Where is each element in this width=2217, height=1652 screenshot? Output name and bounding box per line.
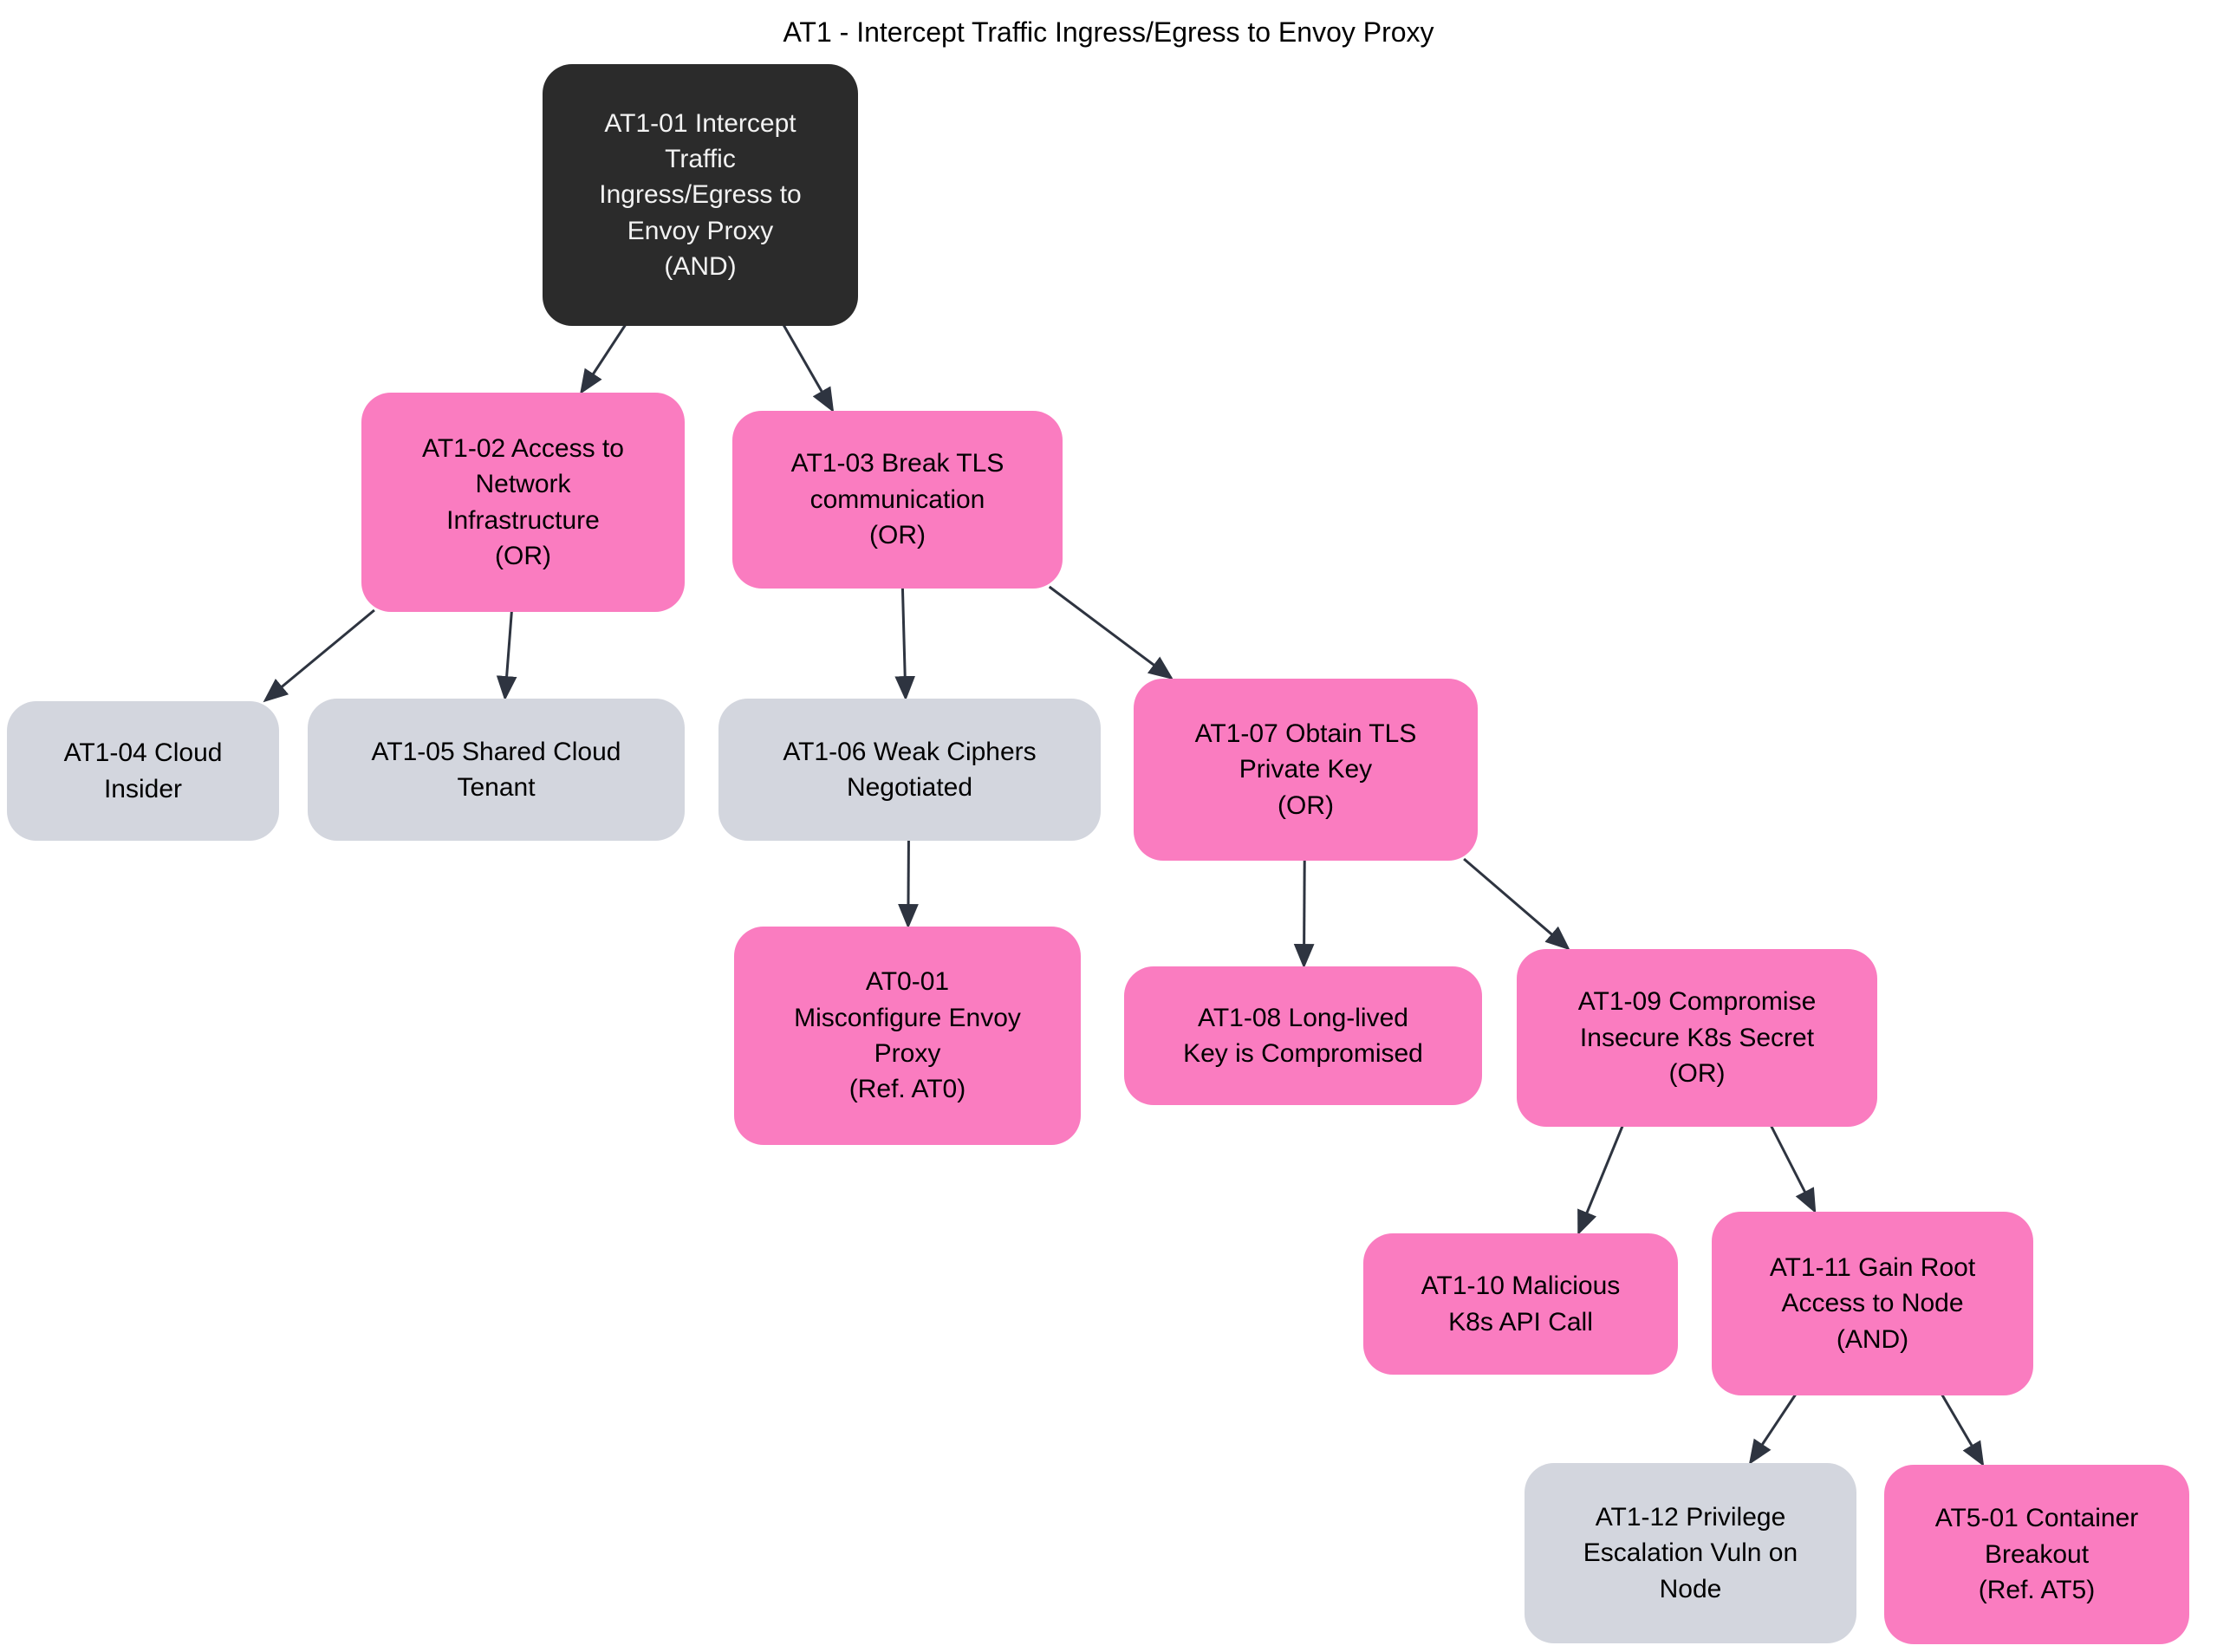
node-AT1-02: AT1-02 Access to Network Infrastructure … <box>361 393 685 612</box>
node-AT1-10: AT1-10 Malicious K8s API Call <box>1363 1233 1678 1375</box>
node-AT1-05: AT1-05 Shared Cloud Tenant <box>308 699 685 841</box>
node-AT1-09: AT1-09 Compromise Insecure K8s Secret (O… <box>1517 949 1877 1127</box>
node-AT1-12: AT1-12 Privilege Escalation Vuln on Node <box>1525 1463 1856 1643</box>
node-AT1-08: AT1-08 Long-lived Key is Compromised <box>1124 966 1482 1105</box>
node-AT1-03: AT1-03 Break TLS communication (OR) <box>732 411 1063 589</box>
node-AT1-11: AT1-11 Gain Root Access to Node (AND) <box>1712 1212 2033 1395</box>
node-AT1-06: AT1-06 Weak Ciphers Negotiated <box>718 699 1101 841</box>
node-AT0-01: AT0-01 Misconfigure Envoy Proxy (Ref. AT… <box>734 927 1081 1145</box>
diagram-title: AT1 - Intercept Traffic Ingress/Egress t… <box>783 16 1434 48</box>
node-AT1-07: AT1-07 Obtain TLS Private Key (OR) <box>1134 679 1478 861</box>
node-AT5-01: AT5-01 Container Breakout (Ref. AT5) <box>1884 1465 2189 1644</box>
node-AT1-01: AT1-01 Intercept Traffic Ingress/Egress … <box>543 64 858 326</box>
node-AT1-04: AT1-04 Cloud Insider <box>7 701 279 841</box>
